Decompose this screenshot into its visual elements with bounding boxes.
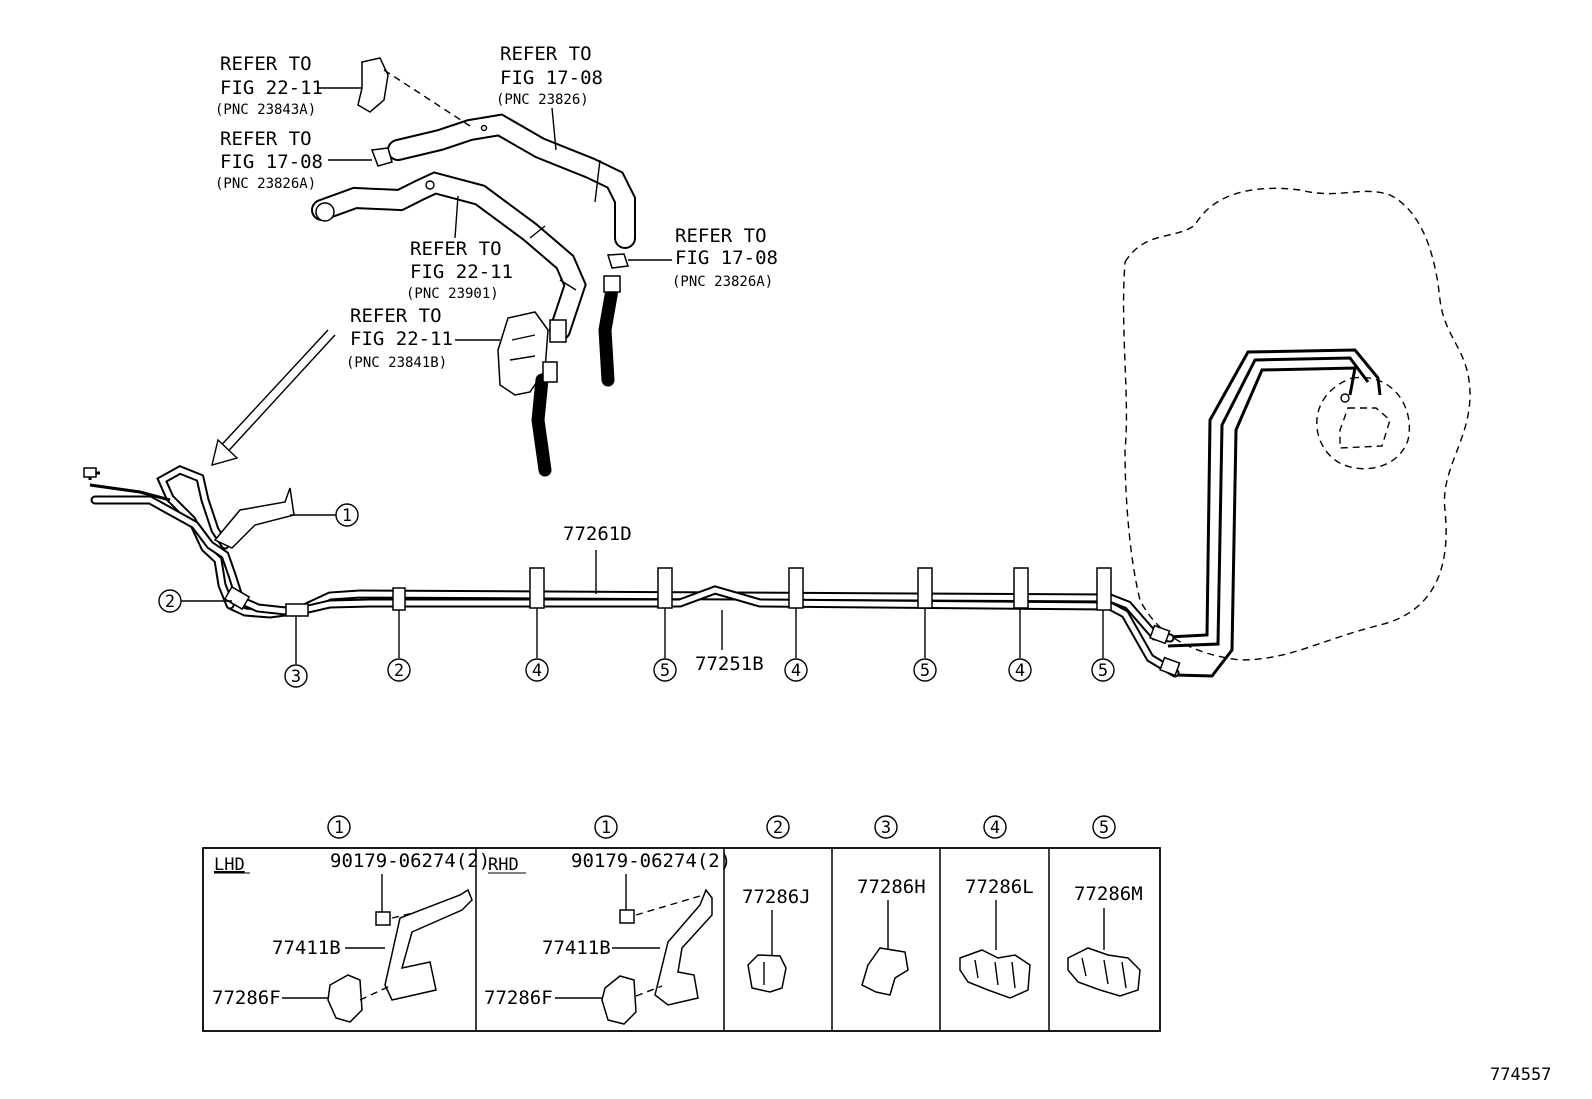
svg-text:(PNC 23826): (PNC 23826) [496, 92, 589, 108]
svg-text:5: 5 [920, 661, 930, 681]
svg-text:REFER TO: REFER TO [675, 225, 767, 247]
svg-text:77411B: 77411B [272, 937, 341, 959]
svg-text:(PNC 23841B): (PNC 23841B) [346, 355, 447, 371]
svg-text:1: 1 [334, 818, 344, 838]
svg-text:1: 1 [601, 818, 611, 838]
callout-2: 2 [387, 610, 411, 682]
lower-hoses [531, 275, 621, 477]
ref-label-4: REFER TO FIG 22-11 (PNC 23901) [406, 195, 513, 302]
svg-text:2: 2 [165, 592, 175, 612]
bracket-front [213, 487, 295, 549]
ref-label-1: REFER TO FIG 22-11 (PNC 23843A) [215, 53, 362, 118]
svg-text:77286L: 77286L [965, 876, 1034, 898]
svg-text:REFER TO: REFER TO [410, 238, 502, 260]
svg-text:(PNC 23843A): (PNC 23843A) [215, 102, 316, 118]
svg-text:1: 1 [342, 506, 352, 526]
front-tubes [83, 465, 245, 610]
svg-text:FIG 22-11: FIG 22-11 [220, 77, 323, 99]
svg-text:5: 5 [660, 661, 670, 681]
breather-hose-23826 [387, 113, 636, 249]
callout-5-b: 5 [913, 608, 937, 682]
svg-text:77411B: 77411B [542, 937, 611, 959]
svg-text:2: 2 [773, 818, 783, 838]
svg-text:90179-06274(2): 90179-06274(2) [571, 850, 731, 872]
fuel-tank-outline [1122, 187, 1471, 661]
clip-23826A-left [370, 147, 393, 167]
table-header-1-rhd: 1 [594, 815, 618, 839]
table-header-2: 2 [766, 815, 790, 839]
clips [223, 567, 1112, 617]
svg-text:4: 4 [532, 661, 542, 681]
svg-text:(PNC 23826A): (PNC 23826A) [672, 274, 773, 290]
svg-text:4: 4 [990, 818, 1000, 838]
figure-id: 774557 [1490, 1065, 1551, 1085]
svg-text:4: 4 [1015, 661, 1025, 681]
callout-4-b: 4 [784, 608, 808, 682]
pump-fitting [1340, 393, 1350, 403]
tank-pipes [1167, 348, 1382, 678]
svg-text:3: 3 [291, 667, 301, 687]
svg-text:77286M: 77286M [1074, 883, 1143, 905]
tube-77251B [235, 585, 1115, 617]
svg-text:LHD: LHD [214, 855, 245, 875]
tank-end-tubes [1105, 593, 1181, 678]
label-77251B: 77251B [695, 653, 764, 675]
svg-text:(PNC 23901): (PNC 23901) [406, 286, 499, 302]
callout-4-c: 4 [1008, 608, 1032, 682]
table-header-1-lhd: 1 [327, 815, 351, 839]
svg-text:FIG 22-11: FIG 22-11 [350, 328, 453, 350]
callout-1: 1 [290, 503, 359, 527]
ref-label-3: REFER TO FIG 17-08 (PNC 23826A) [215, 128, 372, 192]
svg-text:REFER TO: REFER TO [500, 43, 592, 65]
svg-text:77286J: 77286J [742, 886, 811, 908]
cell-lhd: LHD 90179-06274(2) 77411B 77286F [212, 850, 490, 1023]
cell-77286J: 77286J [742, 886, 811, 993]
table-header-5: 5 [1092, 815, 1116, 839]
callout-5-c: 5 [1091, 610, 1115, 682]
table-header-4: 4 [983, 815, 1007, 839]
cell-77286H: 77286H [857, 876, 926, 996]
dashed-guide-1 [383, 69, 471, 127]
table-header-3: 3 [874, 815, 898, 839]
svg-text:77286H: 77286H [857, 876, 926, 898]
ref-label-6: REFER TO FIG 22-11 (PNC 23841B) [346, 305, 500, 371]
svg-text:REFER TO: REFER TO [220, 128, 312, 150]
svg-text:77286F: 77286F [484, 987, 553, 1009]
svg-text:90179-06274(2): 90179-06274(2) [330, 850, 490, 872]
svg-text:FIG 17-08: FIG 17-08 [500, 67, 603, 89]
callout-4-a: 4 [525, 608, 549, 682]
cell-77286M: 77286M [1067, 883, 1143, 997]
svg-text:(PNC 23826A): (PNC 23826A) [215, 176, 316, 192]
svg-text:RHD: RHD [488, 855, 519, 875]
cell-rhd: RHD 90179-06274(2) 77411B 77286F [484, 850, 731, 1025]
svg-text:REFER TO: REFER TO [220, 53, 312, 75]
label-77261D: 77261D [563, 523, 632, 545]
svg-text:3: 3 [881, 818, 891, 838]
cell-77286L: 77286L [959, 876, 1034, 999]
callout-2-left: 2 [158, 589, 232, 613]
direction-arrow [211, 329, 336, 466]
svg-text:FIG 17-08: FIG 17-08 [675, 247, 778, 269]
svg-text:2: 2 [394, 661, 404, 681]
svg-text:REFER TO: REFER TO [350, 305, 442, 327]
svg-text:4: 4 [791, 661, 801, 681]
callout-3: 3 [284, 616, 308, 688]
clip-23826A-right [607, 253, 630, 269]
fuel-pump-bracket [1339, 407, 1391, 449]
svg-text:FIG 22-11: FIG 22-11 [410, 261, 513, 283]
ref-label-5: REFER TO FIG 17-08 (PNC 23826A) [628, 225, 778, 290]
ref-label-2: REFER TO FIG 17-08 (PNC 23826) [496, 43, 603, 151]
parts-table [202, 847, 1161, 1032]
svg-text:5: 5 [1099, 818, 1109, 838]
clamp-23843A [357, 57, 389, 113]
filler-hose-23901 [311, 171, 587, 343]
filler-protector-23841B [497, 311, 549, 396]
svg-text:FIG 17-08: FIG 17-08 [220, 151, 323, 173]
callout-5-a: 5 [653, 608, 677, 682]
fuel-pump-circle [1316, 376, 1410, 470]
svg-text:5: 5 [1098, 661, 1108, 681]
svg-text:77286F: 77286F [212, 987, 281, 1009]
